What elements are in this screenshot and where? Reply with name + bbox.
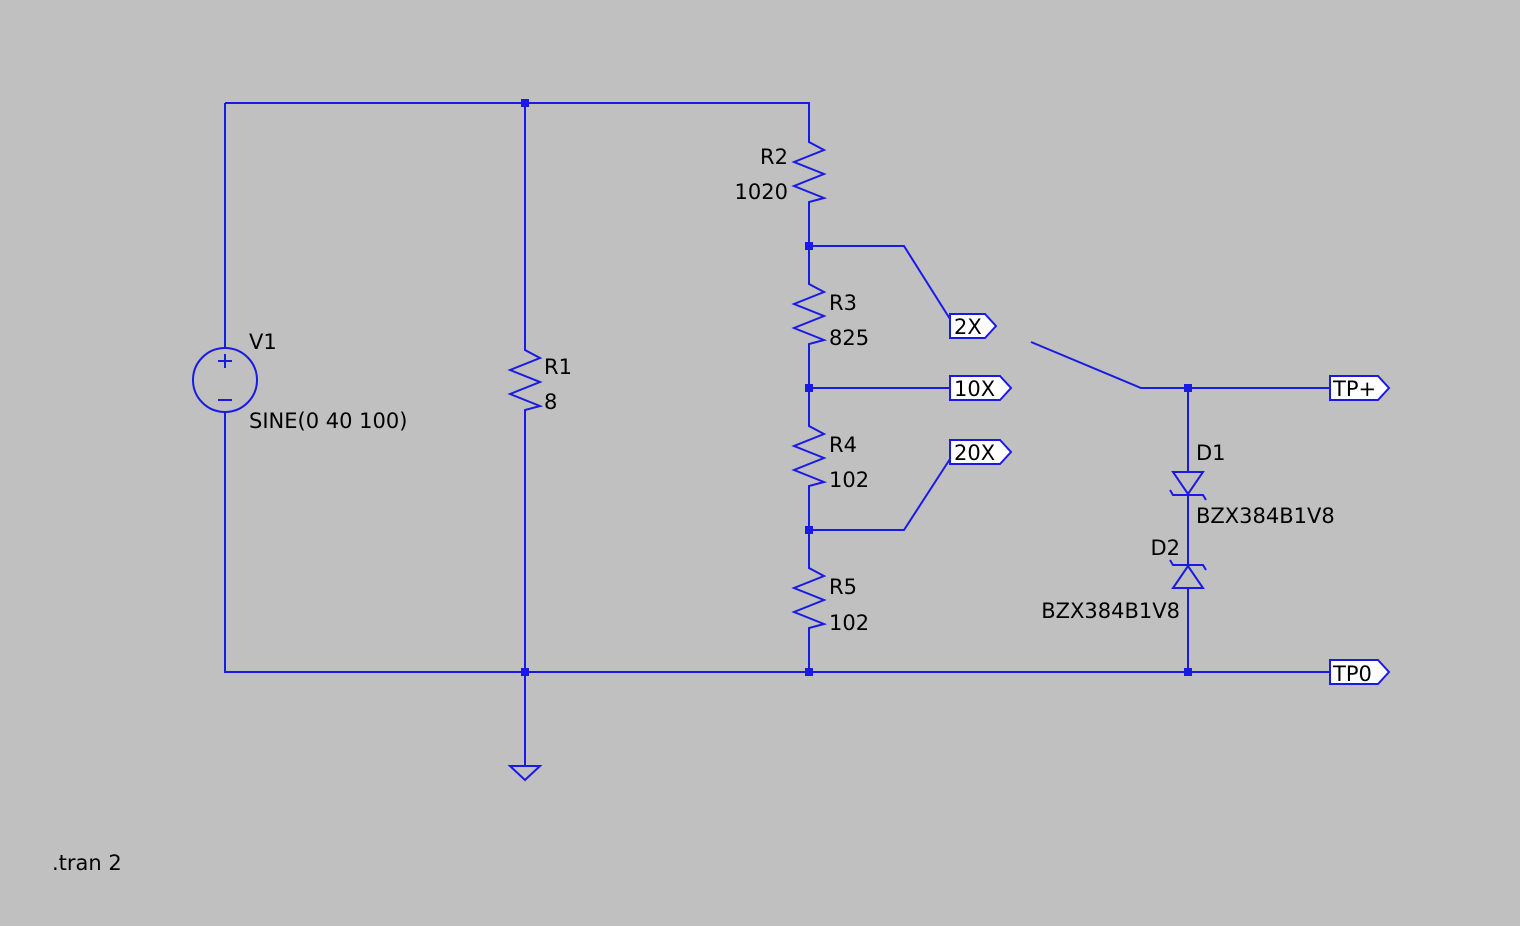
r1-name: R1 — [544, 355, 572, 379]
zener-diode-icon — [1171, 471, 1205, 496]
net-label-20x[interactable]: 20X — [949, 439, 1013, 465]
junction-dot — [1184, 384, 1192, 392]
wire-to-20x[interactable] — [809, 458, 951, 531]
junction-dot — [805, 242, 813, 250]
r3-value: 825 — [829, 326, 869, 350]
junctions — [521, 99, 1192, 676]
net-label-2x-text: 2X — [954, 315, 982, 339]
resistor-r1[interactable]: R1 8 — [507, 348, 572, 414]
net-label-tp-plus[interactable]: TP+ — [1329, 375, 1391, 401]
resistor-r2[interactable]: R2 1020 — [735, 140, 828, 204]
resistor-icon — [791, 140, 828, 204]
net-label-2x[interactable]: 2X — [949, 313, 998, 339]
resistor-r5[interactable]: R5 102 — [791, 566, 869, 635]
net-flag-icon — [949, 375, 1013, 401]
junction-dot — [1184, 668, 1192, 676]
junction-dot — [805, 668, 813, 676]
spice-directive[interactable]: .tran 2 — [52, 851, 122, 875]
zener-bar — [1169, 489, 1207, 501]
r1-value: 8 — [544, 390, 557, 414]
resistor-icon — [791, 424, 828, 488]
d2-value: BZX384B1V8 — [1041, 599, 1180, 623]
junction-dot — [805, 526, 813, 534]
wire-switch-to-tp-plus[interactable] — [1030, 341, 1330, 389]
voltage-source-v1[interactable]: V1 SINE(0 40 100) — [192, 330, 407, 433]
junction-dot — [805, 384, 813, 392]
resistor-icon — [791, 282, 828, 346]
junction-dot — [521, 668, 529, 676]
v1-name: V1 — [249, 330, 277, 354]
net-flag-icon — [949, 313, 998, 339]
net-flag-icon — [949, 439, 1013, 465]
ground-icon[interactable] — [507, 765, 543, 782]
junction-dot — [521, 99, 529, 107]
voltage-source-icon — [192, 347, 258, 413]
resistor-icon — [791, 566, 828, 630]
wires — [224, 102, 1330, 766]
wire-top-rail[interactable] — [225, 102, 810, 140]
resistor-r4[interactable]: R4 102 — [791, 424, 869, 492]
net-label-10x-text: 10X — [954, 377, 995, 401]
net-label-tp0-text: TP0 — [1332, 662, 1372, 686]
net-label-tp-plus-text: TP+ — [1332, 377, 1376, 401]
d1-value: BZX384B1V8 — [1196, 504, 1335, 528]
resistor-r3[interactable]: R3 825 — [791, 282, 869, 350]
r5-name: R5 — [829, 575, 857, 599]
net-label-tp0[interactable]: TP0 — [1329, 659, 1391, 686]
net-label-10x[interactable]: 10X — [949, 375, 1013, 401]
r2-name: R2 — [760, 145, 788, 169]
zener-diode-icon — [1171, 564, 1205, 589]
resistor-icon — [507, 348, 544, 412]
d1-name: D1 — [1196, 441, 1226, 465]
r4-name: R4 — [829, 433, 857, 457]
r4-value: 102 — [829, 468, 869, 492]
d2-name: D2 — [1150, 536, 1180, 560]
wire-v1-bottom[interactable] — [224, 413, 1330, 673]
v1-value: SINE(0 40 100) — [249, 409, 407, 433]
net-label-20x-text: 20X — [954, 441, 995, 465]
zener-diode-d2[interactable]: D2 BZX384B1V8 — [1041, 536, 1207, 623]
net-flag-icon — [1329, 659, 1391, 685]
wire-to-2x[interactable] — [809, 245, 951, 320]
zener-bar — [1169, 559, 1207, 571]
r5-value: 102 — [829, 611, 869, 635]
r2-value: 1020 — [735, 180, 788, 204]
zener-diode-d1[interactable]: D1 BZX384B1V8 — [1169, 441, 1335, 528]
net-flag-icon — [1329, 375, 1391, 401]
r3-name: R3 — [829, 291, 857, 315]
